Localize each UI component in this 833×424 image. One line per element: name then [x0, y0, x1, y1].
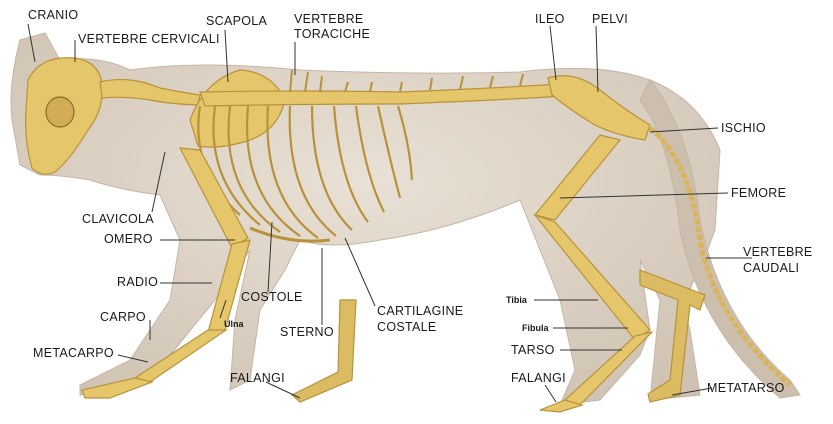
label-metacarpo: METACARPO: [33, 346, 114, 361]
label-omero: OMERO: [104, 232, 153, 247]
label-clavicola: CLAVICOLA: [82, 212, 154, 227]
label-pelvi: PELVI: [592, 12, 628, 27]
label-scapola: SCAPOLA: [206, 14, 267, 29]
label-costole: COSTOLE: [241, 290, 303, 305]
label-tarso: TARSO: [511, 343, 555, 358]
label-ileo: ILEO: [535, 12, 565, 27]
label-sterno: STERNO: [280, 325, 334, 340]
label-radio: RADIO: [117, 275, 158, 290]
label-vertebre-caudali-line1: VERTEBRE: [743, 245, 813, 260]
label-femore: FEMORE: [731, 186, 786, 201]
label-falangi-hind: FALANGI: [511, 371, 566, 386]
label-ischio: ISCHIO: [721, 121, 766, 136]
label-vertebre-caudali-line2: CAUDALI: [743, 261, 799, 276]
label-metatarso: METATARSO: [707, 381, 785, 396]
label-cartilagine-line2: COSTALE: [377, 320, 437, 335]
label-ulna: Ulna: [224, 317, 244, 332]
label-vertebre-toraciche-line1: VERTEBRE: [294, 12, 364, 27]
far-foreleg-bone: [292, 300, 356, 402]
eye-orbit: [46, 97, 74, 127]
label-falangi-front: FALANGI: [230, 371, 285, 386]
label-cranio: CRANIO: [28, 8, 78, 23]
label-carpo: CARPO: [100, 310, 146, 325]
label-fibula: Fibula: [522, 321, 549, 336]
label-tibia: Tibia: [506, 293, 527, 308]
label-cartilagine-line1: CARTILAGINE: [377, 304, 463, 319]
label-vertebre-toraciche-line2: TORACICHE: [294, 27, 370, 42]
label-vertebre-cervicali: VERTEBRE CERVICALI: [78, 32, 220, 47]
